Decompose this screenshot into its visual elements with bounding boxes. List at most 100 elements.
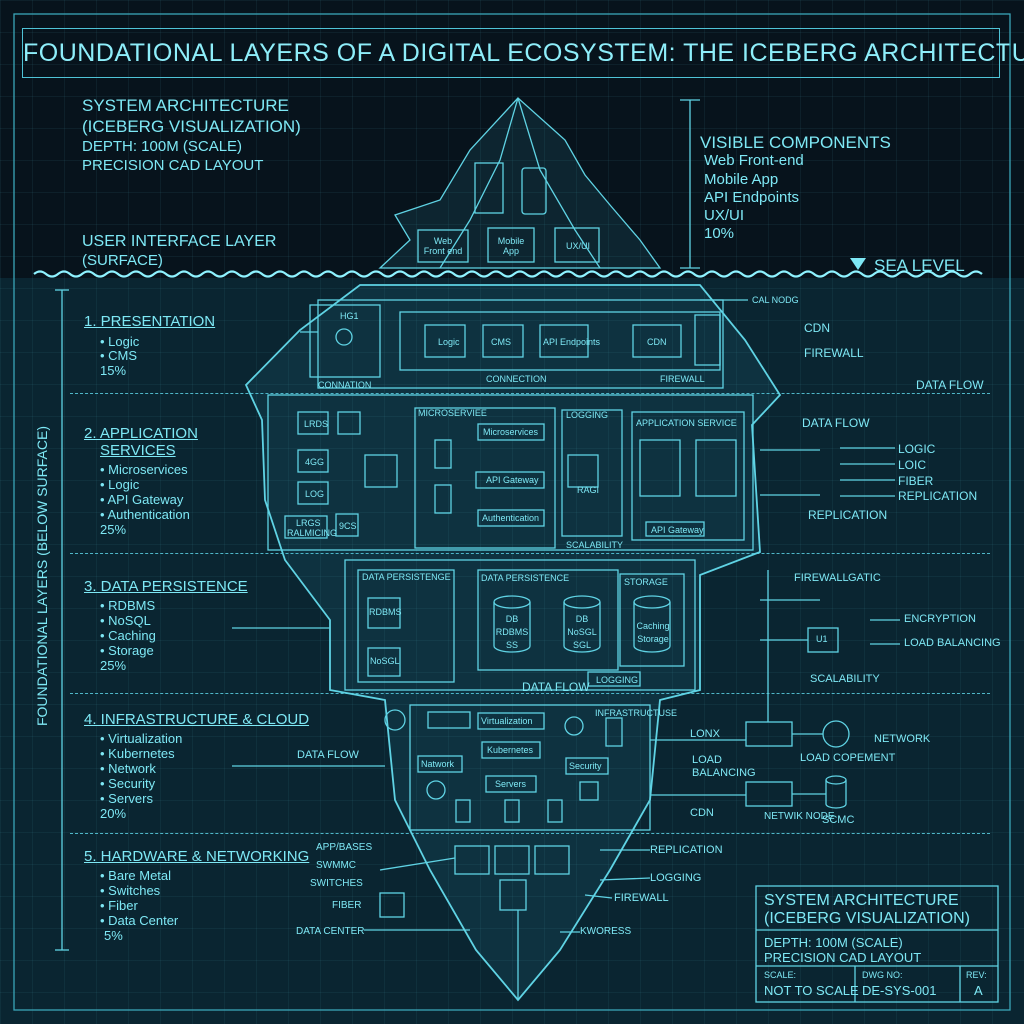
layer4-item: • Kubernetes	[100, 746, 175, 761]
l2-app-service-tag: APPLICATION SERVICE	[636, 418, 737, 428]
l2-left-box	[337, 411, 361, 435]
title-block-rev-value: A	[974, 983, 983, 998]
title-block-dwg-value: DE-SYS-001	[862, 983, 937, 998]
l5-left-label: SWITCHES	[310, 878, 363, 889]
l4-security-label: Security	[569, 761, 602, 771]
l1-panel-tag: HG1	[340, 311, 359, 321]
l2-microservice-tag: MICROSERVIEE	[418, 408, 487, 418]
l3-db-rdbms-label: DB RDBMS SS	[495, 614, 529, 650]
data-persistence-panel-center	[477, 569, 619, 671]
layer2-item: • Authentication	[100, 507, 190, 522]
tip-box-web	[417, 229, 469, 263]
l2-balancing-line-2: RALMICING	[287, 528, 338, 538]
visible-item-mobile: Mobile App	[704, 171, 779, 188]
l1-box-logic	[424, 324, 466, 358]
title-block-line-1: SYSTEM ARCHITECTURE	[764, 892, 959, 909]
l4-box-virtualization	[477, 712, 545, 730]
header-line-4: PRECISION CAD LAYOUT	[82, 157, 264, 174]
l4-right-lonx: LONX	[690, 728, 720, 740]
layer4-item: • Virtualization	[100, 731, 183, 746]
drawing-frame	[13, 13, 1011, 1011]
l5-right-label: FIREWALL	[614, 892, 669, 904]
visible-item-api: API Endpoints	[704, 189, 800, 206]
tip-label-mobile: Mobile App	[497, 236, 525, 256]
l5-left-label: DATA CENTER	[296, 926, 365, 937]
globe-icon	[335, 328, 353, 346]
title-block-depth: DEPTH: 100M (SCALE)	[764, 935, 903, 950]
l2-replication: REPLICATION	[808, 508, 888, 522]
iceberg-tip	[378, 97, 662, 269]
l4-server-icon	[605, 717, 623, 747]
layer5-item: • Fiber	[100, 898, 138, 913]
l5-left-label: FIBER	[332, 900, 362, 911]
title-block-rev-label: REV:	[966, 970, 987, 980]
l2-left-box	[297, 449, 329, 473]
header-line-1: SYSTEM ARCHITECTURE	[82, 96, 289, 115]
l3-tag-center: DATA PERSISTENCE	[481, 573, 570, 583]
title-frame: FOUNDATIONAL LAYERS OF A DIGITAL ECOSYST…	[22, 28, 1024, 78]
l4-tag: INFRASTRUCTUSE	[595, 708, 678, 718]
l2-api-gateway-small: API Gateway	[651, 525, 704, 535]
l3-tag-left: DATA PERSISTENGE	[362, 572, 451, 582]
l3-storage-label: Caching Storage	[636, 621, 670, 644]
l5-right-label: REPLICATION	[650, 844, 723, 856]
l5-left-label: APP/BASES	[316, 842, 373, 853]
l5-switch-icon	[454, 845, 490, 875]
title-block-scale-label: SCALE:	[764, 970, 797, 980]
l5-right-label: LOGGING	[650, 872, 702, 884]
visible-components-title: VISIBLE COMPONENTS	[700, 133, 891, 152]
layer2-item: • Logic	[100, 477, 140, 492]
l4-right-network-node: NETWIK NODE	[764, 811, 835, 822]
l2-service-box	[695, 439, 737, 497]
l5-switch-icon	[534, 845, 570, 875]
l2-left-label: 4GG	[305, 457, 325, 467]
l4-right-load-balancing: LOAD BALANCING	[692, 754, 756, 779]
layer5-title: 5. HARDWARE & NETWORKING	[84, 848, 310, 865]
l4-right-scmc: SCMC	[822, 814, 855, 826]
l2-left-label: LOG	[305, 489, 325, 499]
application-service-panel	[631, 411, 745, 541]
l2-microservices-label: Microservices	[483, 427, 539, 437]
l4-kubernetes-label: Kubernetes	[487, 745, 534, 755]
l3-logging-box	[587, 671, 641, 687]
tip-box-uxui	[554, 227, 600, 263]
l2-left-box	[297, 481, 329, 505]
header-line-2: (ICEBERG VISUALIZATION)	[82, 117, 301, 136]
l1-logic-label: Logic	[438, 337, 460, 347]
layer-separator-3	[70, 693, 990, 694]
l1-box-cdn	[632, 324, 682, 358]
l3-tag-storage: STORAGE	[624, 577, 668, 587]
layer4-item: • Network	[100, 761, 156, 776]
tip-box-mobile	[487, 227, 535, 263]
l4-network-label: Natwork	[421, 759, 455, 769]
l1-cdn-label: CDN	[647, 337, 667, 347]
layer5-percent: 5%	[104, 928, 123, 943]
layer4-item: • Servers	[100, 791, 153, 806]
l3-box-nosql	[367, 647, 401, 677]
l1-connection-label: CONNECTION	[486, 374, 547, 384]
l1-right-cdn: CDN	[804, 321, 830, 335]
layer4-title: 4. INFRASTRUCTURE & CLOUD	[84, 711, 310, 728]
l4-globe-icon	[426, 780, 446, 800]
l5-left-label: SWMMC	[316, 860, 356, 871]
l4-box-servers	[485, 775, 537, 793]
l4-box-kubernetes	[481, 741, 541, 759]
layer1-title: 1. PRESENTATION	[84, 313, 216, 330]
layer4-item: • Security	[100, 776, 156, 791]
l2-api-gateway-label: API Gateway	[486, 475, 539, 485]
l4-server-icon	[547, 799, 563, 823]
l5-database-icon	[499, 879, 527, 911]
title-block-scale-value: NOT TO SCALE	[764, 983, 859, 998]
layer3-item: • Caching	[100, 628, 156, 643]
data-persistence-panel-left	[357, 569, 455, 683]
l2-scalability-label: SCALABILITY	[566, 540, 624, 550]
layer1-percent: 15%	[100, 363, 127, 378]
l2-box-microservices	[477, 423, 545, 441]
title-block-precision: PRECISION CAD LAYOUT	[764, 950, 922, 965]
logging-panel	[561, 409, 623, 537]
tip-label-web: Web Front end	[423, 236, 463, 256]
l4-right-cdn: CDN	[690, 807, 714, 819]
l1-cal-node-label: CAL NODG	[752, 295, 799, 305]
